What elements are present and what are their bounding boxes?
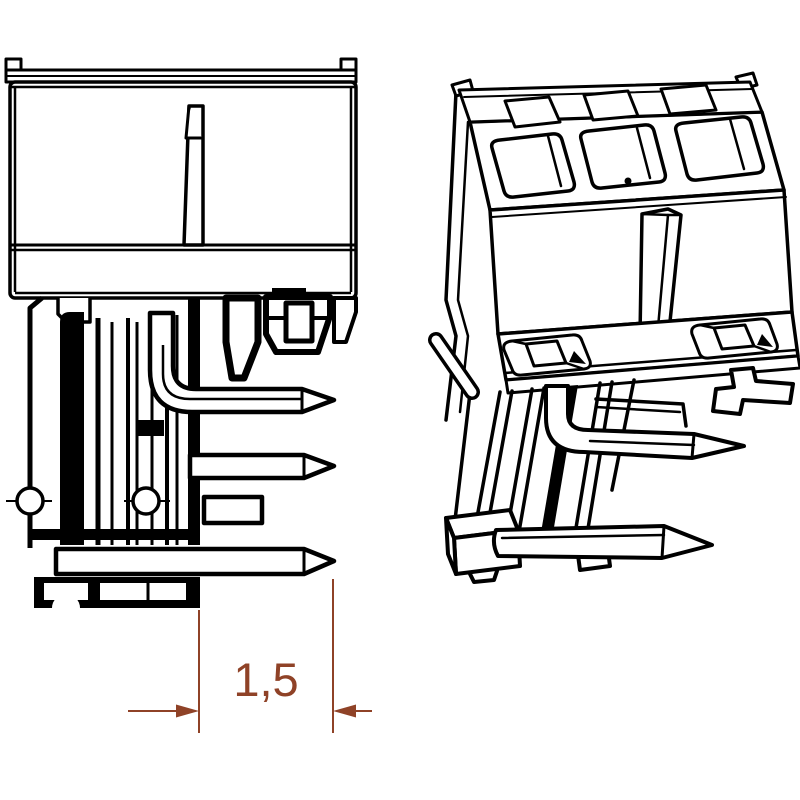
iso-contact-openings — [489, 115, 766, 199]
iso-mounting-ledge — [496, 310, 800, 395]
housing-body — [8, 80, 358, 300]
iso-top-slot-1 — [503, 95, 562, 129]
iso-hold-down-hook — [594, 366, 795, 428]
center-tooth — [222, 294, 262, 382]
side-section-view: 1,5 — [4, 57, 372, 733]
iso-top-slot-2 — [582, 89, 640, 122]
iso-pins — [491, 384, 746, 560]
support-stub — [201, 494, 265, 526]
housing-underside-details — [56, 288, 358, 382]
isometric-view — [428, 71, 800, 584]
latch-pin — [182, 104, 205, 247]
iso-strut — [428, 332, 480, 400]
iso-top-plate — [450, 71, 764, 129]
pin-top-bent — [147, 310, 337, 415]
iso-keying-recess-left — [502, 333, 592, 377]
iso-pin-lower — [491, 524, 714, 560]
iso-keying-recess-right — [690, 317, 779, 360]
dimension-label: 1,5 — [233, 653, 298, 706]
iso-opening-1 — [489, 132, 577, 199]
iso-opening-3 — [673, 115, 766, 182]
iso-small-mark — [624, 177, 632, 185]
base-block — [34, 577, 200, 608]
pcb-latch-catch — [263, 288, 333, 355]
dimension-annotation: 1,5 — [128, 579, 372, 733]
right-tooth — [332, 296, 358, 344]
detail-circles — [6, 486, 170, 516]
arrowhead-left — [176, 704, 199, 718]
iso-top-slot-3 — [659, 83, 718, 116]
arrowhead-right — [333, 704, 356, 718]
body-section-walls — [27, 296, 200, 548]
contact-pins — [53, 310, 337, 577]
iso-latch-rib — [638, 207, 683, 343]
base-notch — [52, 594, 80, 608]
housing-top-bar — [4, 57, 358, 84]
pin-bottom — [53, 546, 337, 577]
iso-opening-2 — [578, 123, 668, 190]
pin-middle — [187, 452, 337, 481]
